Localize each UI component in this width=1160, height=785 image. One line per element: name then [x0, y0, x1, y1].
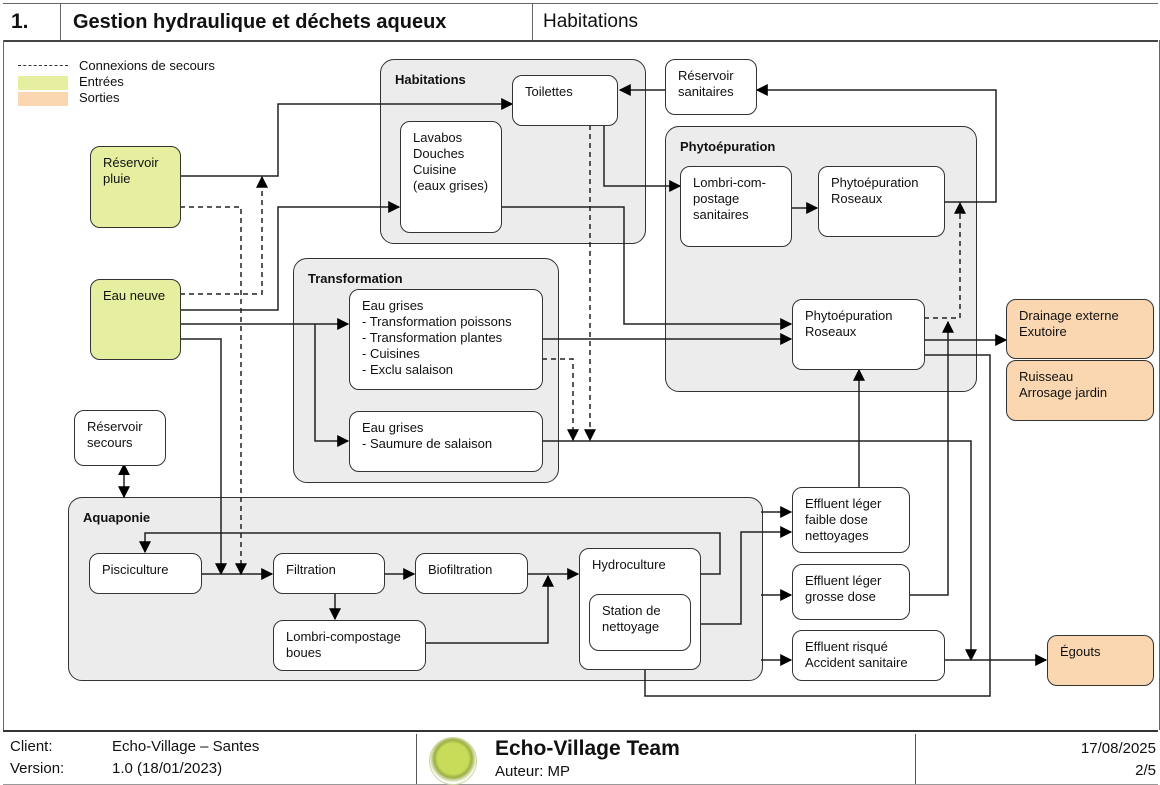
- node-drainage[interactable]: Drainage externe Exutoire: [1006, 299, 1154, 359]
- footer-date-block: 17/08/2025 2/5: [914, 732, 1158, 784]
- date: 17/08/2025: [1080, 740, 1156, 757]
- footer-client-block: Client: Echo-Village – Santes Version: 1…: [3, 732, 416, 784]
- client-label: Client:: [10, 738, 53, 755]
- node-eau-grises-1[interactable]: Eau grises - Transformation poissons - T…: [349, 289, 543, 390]
- wire-lavabos-phyto2: [500, 206, 793, 330]
- node-effluent-risque[interactable]: Effluent risqué Accident sanitaire: [792, 630, 945, 681]
- node-lombri-boues[interactable]: Lombri-compostage boues: [273, 620, 426, 671]
- node-eau-neuve[interactable]: Eau neuve: [90, 279, 181, 360]
- wire-station-faible: [690, 526, 793, 625]
- legend-backup-label: Connexions de secours: [79, 58, 215, 73]
- footer: Client: Echo-Village – Santes Version: 1…: [3, 730, 1158, 785]
- node-ruisseau[interactable]: Ruisseau Arrosage jardin: [1006, 360, 1154, 421]
- backup-pluie-filtration: [180, 206, 247, 576]
- wire-phyto2-egouts: [639, 354, 991, 697]
- wire-eauneuve-lavabos: [180, 201, 401, 311]
- title-bar: 1. Gestion hydraulique et déchets aqueux…: [3, 3, 1158, 42]
- node-effluent-faible[interactable]: Effluent léger faible dose nettoyages: [792, 487, 910, 553]
- wire-lombri-hydro: [425, 574, 554, 644]
- node-phyto-roseaux-2[interactable]: Phytoépuration Roseaux: [792, 299, 925, 370]
- node-reservoir-sanitaires[interactable]: Réservoir sanitaires: [665, 59, 757, 115]
- group-habitations-title: Habitations: [395, 72, 466, 87]
- node-station-nettoyage[interactable]: Station de nettoyage: [589, 594, 691, 651]
- backup-eauneuve-pluieline: [180, 175, 268, 295]
- wire-hydro-pisci: [139, 532, 721, 575]
- node-pisciculture[interactable]: Pisciculture: [89, 553, 202, 594]
- version-label: Version:: [10, 760, 65, 777]
- wire-saumure-egouts: [542, 440, 977, 662]
- wire-transfo-split: [314, 324, 350, 447]
- node-effluent-grosse[interactable]: Effluent léger grosse dose: [792, 564, 910, 620]
- page-title: Gestion hydraulique et déchets aqueux: [61, 4, 533, 40]
- node-filtration[interactable]: Filtration: [273, 553, 385, 594]
- node-lombri-sanitaires[interactable]: Lombri-com- postage sanitaires: [680, 166, 792, 247]
- page-subtitle: Habitations: [543, 11, 639, 32]
- backup-eaugrises-saumure: [542, 358, 579, 442]
- wire-phyto1-reservoir: [755, 84, 997, 203]
- wire-grosse-phyto1: [910, 320, 954, 596]
- section-number: 1.: [3, 4, 61, 40]
- inputs-swatch: [18, 76, 68, 90]
- wire-toilettes-lombri: [603, 125, 682, 192]
- legend-inputs: Entrées: [18, 74, 215, 90]
- node-egouts[interactable]: Égouts: [1047, 635, 1154, 686]
- legend-outputs: Sorties: [18, 90, 215, 106]
- page-number: 2/5: [1135, 762, 1156, 779]
- node-toilettes[interactable]: Toilettes: [512, 75, 618, 126]
- version-value: 1.0 (18/01/2023): [112, 760, 223, 777]
- legend-outputs-label: Sorties: [79, 90, 120, 105]
- client-value: Echo-Village – Santes: [112, 738, 260, 755]
- team-name: Echo-Village Team: [495, 737, 680, 760]
- node-reservoir-pluie[interactable]: Réservoir pluie: [90, 146, 181, 228]
- group-phyto-title: Phytoépuration: [680, 139, 776, 154]
- node-lavabos[interactable]: Lavabos Douches Cuisine (eaux grises): [400, 121, 502, 233]
- legend-inputs-label: Entrées: [79, 74, 124, 89]
- legend: Connexions de secours Entrées Sorties: [18, 58, 215, 106]
- author: Auteur: MP: [495, 763, 571, 780]
- echo-village-logo: [429, 737, 477, 785]
- node-eau-grises-2[interactable]: Eau grises - Saumure de salaison: [349, 411, 543, 472]
- footer-team-block: Echo-Village Team Auteur: MP: [416, 734, 916, 785]
- backup-phyto2-phyto1: [924, 201, 966, 319]
- group-aquaponie-title: Aquaponie: [83, 510, 151, 525]
- node-biofiltration[interactable]: Biofiltration: [415, 553, 528, 594]
- outputs-swatch: [18, 92, 68, 106]
- group-transformation-title: Transformation: [308, 271, 403, 286]
- dashed-line-swatch: [18, 65, 68, 66]
- wire-pluie-toilettes: [180, 98, 514, 177]
- legend-backup: Connexions de secours: [18, 58, 215, 74]
- node-phyto-roseaux-1[interactable]: Phytoépuration Roseaux: [818, 166, 945, 237]
- wire-eauneuve-filtration: [180, 338, 227, 576]
- node-reservoir-secours[interactable]: Réservoir secours: [74, 410, 166, 466]
